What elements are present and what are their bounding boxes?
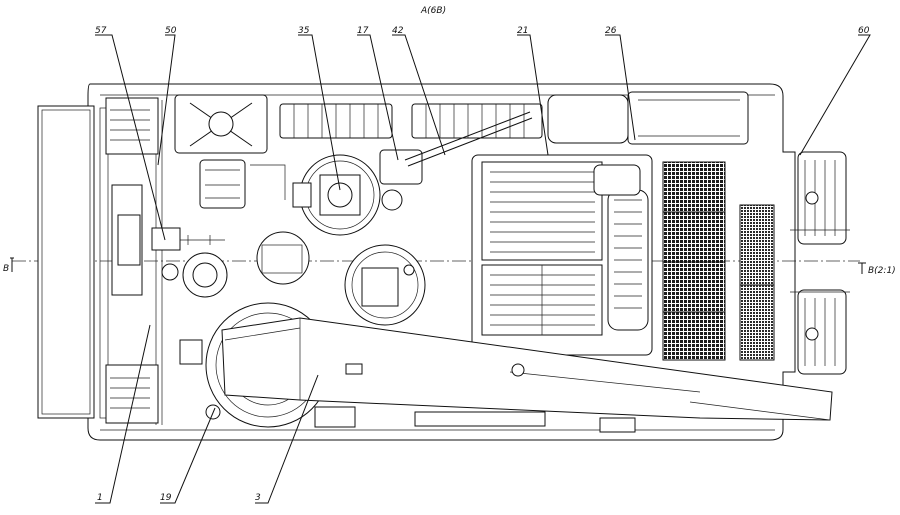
callout-60: 60 <box>858 26 870 36</box>
front-blade <box>37 105 109 419</box>
callout-3: 3 <box>255 493 261 503</box>
front-fenders <box>105 97 159 424</box>
callout-35: 35 <box>298 26 310 36</box>
upper-stowage <box>279 103 543 139</box>
callout-50: 50 <box>165 26 177 36</box>
left-hatch <box>256 231 310 285</box>
section-mark-right: B(2:1) <box>868 266 896 276</box>
section-arrow-left <box>10 257 14 272</box>
turret-hatch <box>292 154 381 236</box>
engine-deck <box>471 154 653 356</box>
callout-57: 57 <box>95 26 107 36</box>
lower-fittings <box>205 404 636 433</box>
main-boom <box>221 317 833 421</box>
callout-17: 17 <box>357 26 369 36</box>
view-label: A(6B) <box>420 6 446 16</box>
radiator-grilles <box>662 161 775 361</box>
callout-19: 19 <box>160 493 172 503</box>
section-arrow-right <box>858 262 866 274</box>
fuel-tank <box>547 91 749 145</box>
callout-1: 1 <box>97 493 103 503</box>
leader-lines <box>95 34 871 504</box>
front-equipment <box>111 159 286 365</box>
callout-42: 42 <box>392 26 404 36</box>
driver-hatch <box>344 244 426 326</box>
section-mark-left: B <box>3 264 9 274</box>
callout-26: 26 <box>605 26 617 36</box>
machine-gun <box>379 111 533 211</box>
rear-equipment <box>790 151 850 375</box>
hatch-x-panel <box>174 94 268 154</box>
callout-21: 21 <box>517 26 528 36</box>
